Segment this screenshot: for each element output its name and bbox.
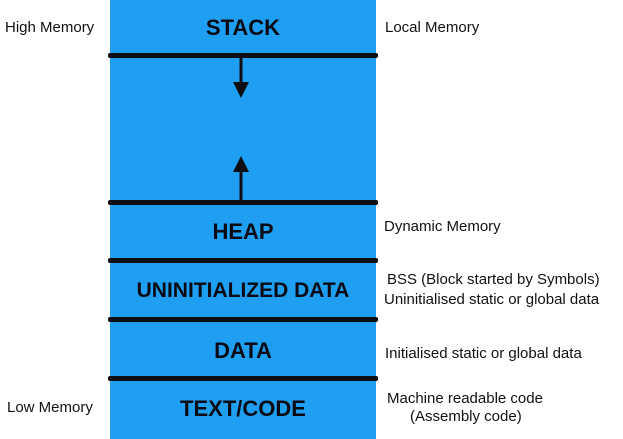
divider-heap-top bbox=[108, 200, 378, 205]
low-memory-label: Low Memory bbox=[7, 399, 93, 416]
dynamic-memory-label: Dynamic Memory bbox=[384, 218, 501, 235]
assembly-code-label: (Assembly code) bbox=[410, 408, 522, 425]
bss-label: BSS (Block started by Symbols) bbox=[387, 271, 600, 288]
data-label: DATA bbox=[214, 338, 272, 363]
memory-layout-column bbox=[110, 0, 376, 439]
divider-stack-bottom bbox=[108, 53, 378, 58]
uninitialized-data-label: UNINITIALIZED DATA bbox=[136, 279, 350, 302]
stack-label: STACK bbox=[205, 15, 281, 40]
initialised-data-label: Initialised static or global data bbox=[385, 345, 582, 362]
divider-data-bottom bbox=[108, 376, 378, 381]
machine-code-label: Machine readable code bbox=[387, 390, 543, 407]
high-memory-label: High Memory bbox=[5, 19, 95, 36]
divider-bss-bottom bbox=[108, 317, 378, 322]
bss-description: Uninitialised static or global data bbox=[384, 291, 600, 308]
heap-label: HEAP bbox=[212, 219, 274, 244]
text-code-label: TEXT/CODE bbox=[180, 396, 306, 421]
divider-heap-bottom bbox=[108, 258, 378, 263]
local-memory-label: Local Memory bbox=[385, 19, 480, 36]
